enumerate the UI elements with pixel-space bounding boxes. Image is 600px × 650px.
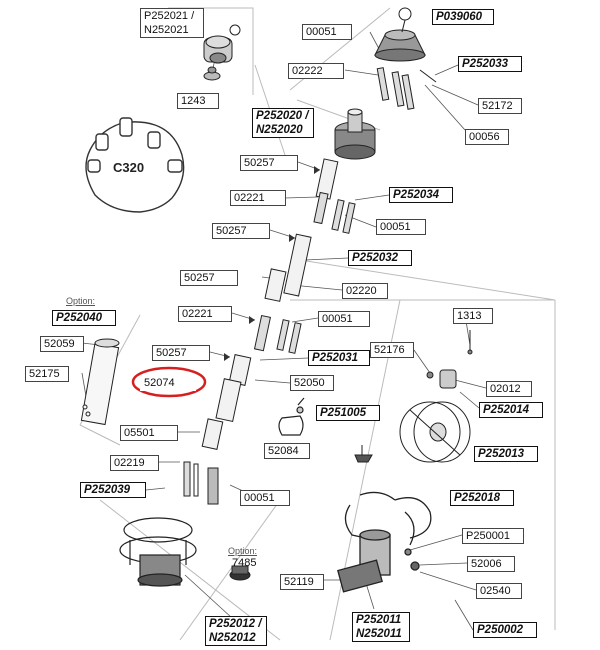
label-00051-b: 00051 [376, 219, 426, 235]
label-c320: C320 [113, 160, 145, 175]
label-p252012: P252012 /N252012 [205, 616, 267, 646]
label-1243: 1243 [177, 93, 219, 109]
label-52084: 52084 [264, 443, 310, 459]
label-p252018: P252018 [450, 490, 514, 506]
highlight-ring [131, 366, 207, 398]
option-note-b: Option: [228, 546, 258, 556]
label-p252014: P252014 [479, 402, 543, 418]
label-p252020: P252020 /N252020 [252, 108, 314, 138]
label-p252033: P252033 [458, 56, 522, 72]
label-p252039: P252039 [80, 482, 146, 498]
label-02222: 02222 [288, 63, 344, 79]
label-p252034: P252034 [389, 187, 453, 203]
label-p251005: P251005 [316, 405, 380, 421]
label-1313: 1313 [453, 308, 493, 324]
label-50257-a: 50257 [240, 155, 298, 171]
label-p252013: P252013 [474, 446, 538, 462]
label-50257-c: 50257 [180, 270, 238, 286]
label-p252021: P252021 /N252021 [140, 8, 204, 38]
label-52059: 52059 [40, 336, 84, 352]
label-50257-b: 50257 [212, 223, 270, 239]
option-note-a: Option: [66, 296, 96, 306]
label-02012: 02012 [486, 381, 532, 397]
label-02219: 02219 [110, 455, 159, 471]
label-02220: 02220 [342, 283, 388, 299]
label-52006: 52006 [467, 556, 515, 572]
label-52176: 52176 [370, 342, 414, 358]
label-00056: 00056 [465, 129, 509, 145]
label-52175: 52175 [25, 366, 69, 382]
label-52050: 52050 [290, 375, 334, 391]
label-p250002: P250002 [473, 622, 537, 638]
label-00051-d: 00051 [240, 490, 290, 506]
label-52172: 52172 [478, 98, 522, 114]
label-p250001: P250001 [462, 528, 524, 544]
label-05501: 05501 [120, 425, 178, 441]
label-02221-b: 02221 [178, 306, 232, 322]
label-p039060: P039060 [432, 9, 494, 25]
label-p252032: P252032 [348, 250, 412, 266]
label-52119: 52119 [280, 574, 324, 590]
label-00051-c: 00051 [318, 311, 370, 327]
label-02221-a: 02221 [230, 190, 286, 206]
label-p252031: P252031 [308, 350, 370, 366]
label-p252040: P252040 [52, 310, 116, 326]
label-02540: 02540 [476, 583, 522, 599]
label-52074: 52074 [140, 375, 196, 391]
label-7485: 7485 [232, 557, 257, 569]
label-00051-top: 00051 [302, 24, 352, 40]
label-50257-d: 50257 [152, 345, 210, 361]
